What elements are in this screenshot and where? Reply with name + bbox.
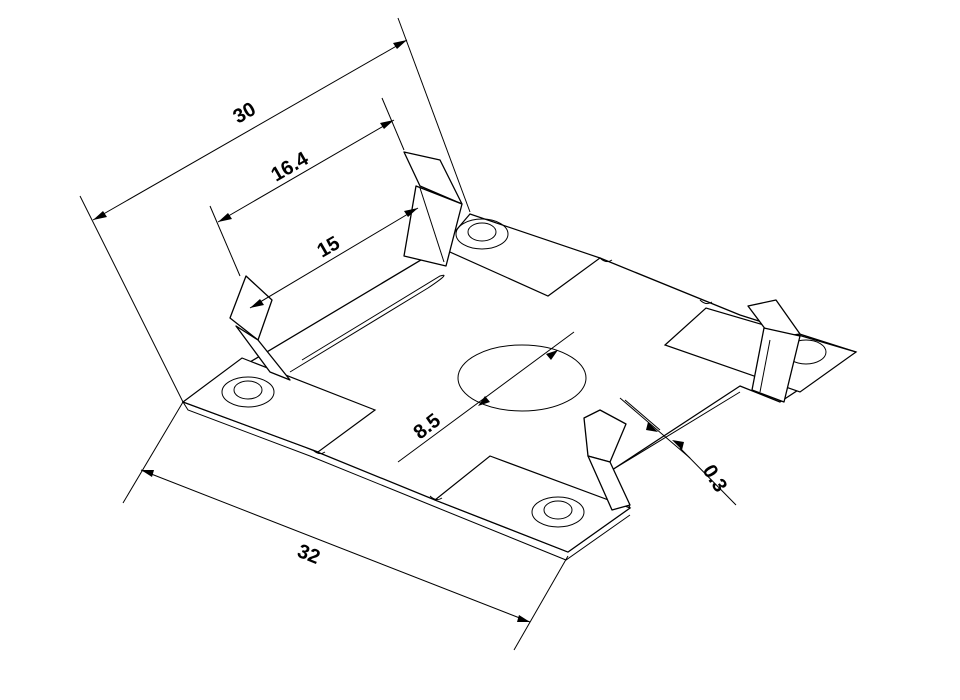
- center-hole: [457, 344, 587, 412]
- dim-30-label: 30: [230, 98, 260, 128]
- dim-32-label: 32: [294, 540, 323, 569]
- inner-slot: [289, 274, 445, 373]
- pad-front: [433, 455, 632, 553]
- edge-notches: [312, 257, 713, 501]
- tab-back: [403, 151, 463, 267]
- dim-15-label: 15: [314, 232, 344, 262]
- tab-front: [583, 409, 631, 511]
- extension-lines: [79, 17, 737, 651]
- dim-0-3-label: 0.3: [698, 461, 731, 496]
- tab-right: [747, 299, 801, 403]
- pad-left: [181, 357, 377, 453]
- dim-30: 30: [92, 39, 408, 221]
- dim-16-4: 16.4: [217, 119, 395, 223]
- tab-left: [229, 275, 291, 381]
